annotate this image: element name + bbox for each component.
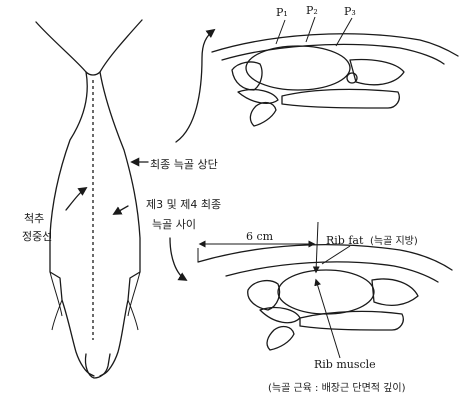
label-between-ribs: 늑골 사이: [152, 218, 196, 231]
p1-leader: [276, 20, 285, 44]
carcass-outline: [36, 20, 142, 378]
label-rib-fat: Rib fat: [326, 234, 364, 247]
arrow-to-upper-section: [176, 30, 214, 142]
lower-fat-inner-line: [226, 262, 438, 282]
p2-leader: [306, 17, 315, 42]
p3-leader: [336, 18, 352, 46]
label-p2: P₂: [306, 4, 318, 17]
carcass-tail: [85, 354, 110, 378]
carcass-left-edge: [36, 22, 94, 376]
arrow-ribs-3-4: [114, 206, 128, 214]
cross-section-last-rib: [212, 17, 458, 126]
label-last-rib-upper: 최종 늑골 상단: [150, 158, 218, 171]
label-p1: P₁: [276, 6, 288, 19]
rib-fat-pointer: [316, 222, 318, 272]
arrow-to-lower-section: [170, 238, 186, 280]
lower-loin-eye-muscle: [278, 270, 374, 314]
label-six-cm: 6 cm: [246, 230, 274, 243]
upper-fat-inner-line: [222, 44, 444, 64]
carcass-neck-notch: [86, 72, 100, 75]
label-footnote: (늑골 근육 : 배장근 단면적 깊이): [268, 382, 406, 394]
label-rib-fat-korean: (늑골 지방): [370, 235, 418, 247]
lower-transverse-process: [267, 327, 294, 350]
rib-muscle-pointer: [316, 280, 340, 358]
upper-right-muscle: [350, 60, 404, 85]
lower-fat-outer-line: [198, 245, 452, 270]
upper-vertebra: [282, 89, 399, 108]
label-rib-muscle: Rib muscle: [314, 358, 376, 371]
arrow-spine-midline: [66, 188, 86, 210]
lower-left-muscle: [248, 281, 280, 310]
upper-transverse-process: [250, 103, 276, 126]
lower-vertebra: [300, 311, 403, 330]
label-spine: 척추: [24, 212, 44, 225]
label-rib-3-4: 제3 및 제4 최종: [146, 198, 221, 211]
upper-dorsal-process: [238, 90, 278, 104]
label-midline: 정중선: [22, 230, 52, 243]
upper-left-muscle: [232, 62, 262, 90]
label-p3: P₃: [344, 5, 356, 18]
lower-right-muscle: [372, 279, 418, 305]
